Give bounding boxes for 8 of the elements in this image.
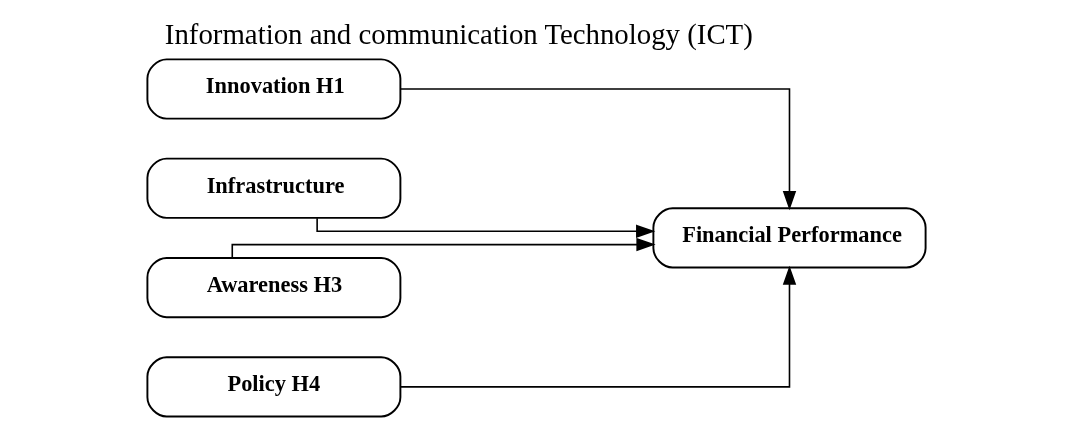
arrow xyxy=(399,88,797,211)
node-box: Awareness H3 xyxy=(146,256,402,319)
arrow xyxy=(399,265,797,388)
node-box: Policy H4 xyxy=(146,356,402,418)
node-box: Financial Performance xyxy=(652,207,927,269)
diagram-title: Information and communication Technology (ICT) xyxy=(164,18,753,51)
node-box: Infrastructure xyxy=(146,157,402,219)
node-box: Innovation H1 xyxy=(146,58,402,120)
